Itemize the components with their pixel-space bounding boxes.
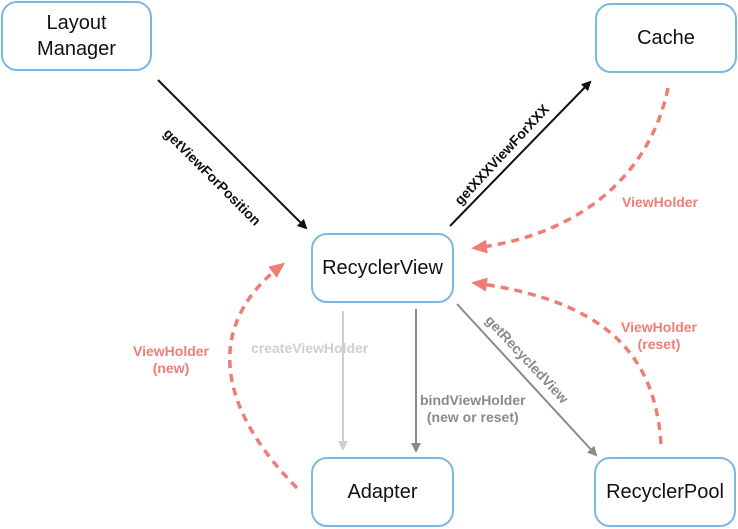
label-bind-view-holder: bindViewHolder (new or reset) xyxy=(420,392,526,426)
node-layout-manager-label-line2: Manager xyxy=(37,38,116,60)
label-viewholder-reset-line2: (reset) xyxy=(637,336,681,352)
arrow-get-view-for-position xyxy=(157,79,308,230)
node-recycler-view-label: RecyclerView xyxy=(322,257,443,279)
arrow-viewholder-reset xyxy=(471,277,663,445)
label-viewholder-new-line1: ViewHolder xyxy=(133,343,209,359)
label-viewholder-new: ViewHolder (new) xyxy=(133,343,209,377)
label-bind-view-holder-line2: (new or reset) xyxy=(426,409,519,425)
node-cache-label: Cache xyxy=(637,27,695,49)
node-adapter-label: Adapter xyxy=(347,481,418,503)
arrow-cache-viewholder xyxy=(471,87,670,254)
node-recycler-pool-label: RecyclerPool xyxy=(606,481,724,503)
node-cache[interactable]: Cache xyxy=(595,3,737,73)
arrow-get-xxx-view-for-xxx xyxy=(449,80,592,227)
node-layout-manager-label-line1: Layout xyxy=(46,12,107,34)
label-bind-view-holder-line1: bindViewHolder xyxy=(420,392,526,408)
label-viewholder-reset-line1: ViewHolder xyxy=(621,319,697,335)
node-layout-manager[interactable]: Layout Manager xyxy=(1,1,152,71)
label-viewholder-reset: ViewHolder (reset) xyxy=(621,319,697,353)
node-adapter[interactable]: Adapter xyxy=(311,457,454,527)
label-create-view-holder: createViewHolder xyxy=(251,340,369,356)
node-recycler-pool[interactable]: RecyclerPool xyxy=(594,457,736,527)
node-recycler-view[interactable]: RecyclerView xyxy=(311,233,454,303)
label-cache-viewholder: ViewHolder xyxy=(622,194,698,210)
arrow-viewholder-new xyxy=(228,262,299,490)
label-viewholder-new-line2: (new) xyxy=(152,360,190,376)
arrow-get-recycled-view xyxy=(456,303,598,457)
